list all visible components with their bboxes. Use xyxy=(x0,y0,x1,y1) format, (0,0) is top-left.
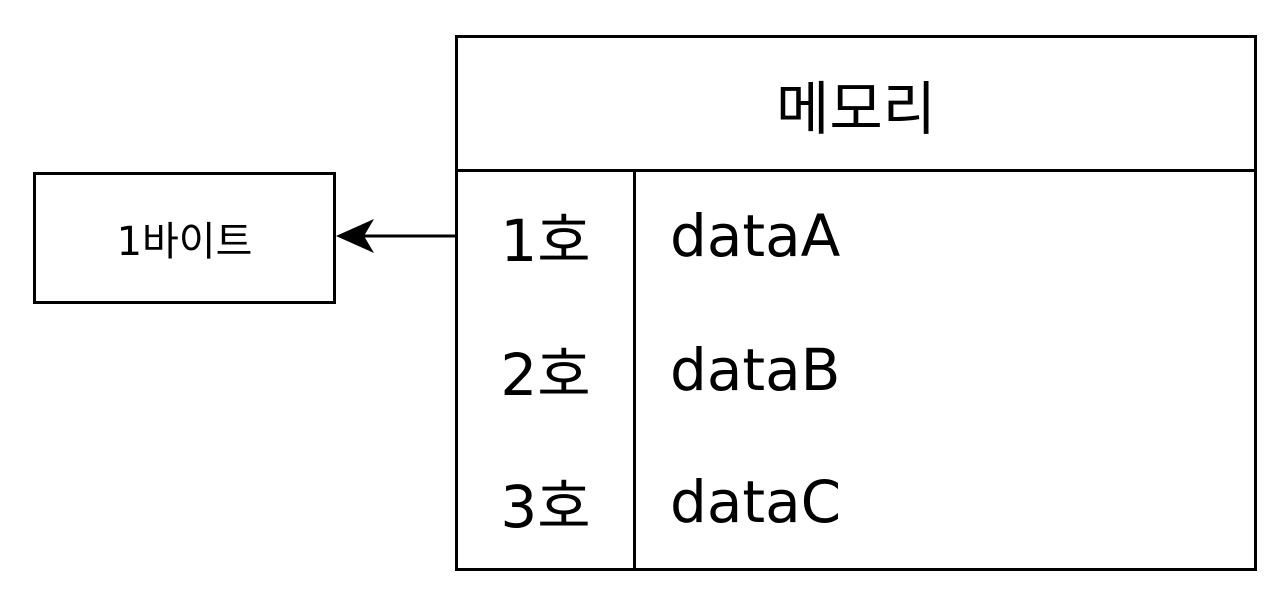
data-column: dataA dataB dataC xyxy=(636,172,1254,568)
arrow-head xyxy=(336,219,374,253)
memory-title-text: 메모리 xyxy=(775,74,937,143)
byte-unit-box: 1바이트 xyxy=(33,172,336,304)
address-cell: 1호 xyxy=(500,207,591,275)
data-cell: dataB xyxy=(670,336,841,404)
memory-table: 메모리 1호 2호 3호 dataA dataB dataC xyxy=(455,35,1257,571)
byte-unit-label: 1바이트 xyxy=(116,219,253,265)
arrow-to-byte-box xyxy=(336,219,457,253)
data-cell: dataA xyxy=(670,202,841,270)
address-cell: 2호 xyxy=(500,341,591,409)
address-column: 1호 2호 3호 xyxy=(458,172,636,568)
memory-title: 메모리 xyxy=(458,38,1254,172)
address-cell: 3호 xyxy=(500,473,591,541)
data-cell: dataC xyxy=(670,468,842,536)
